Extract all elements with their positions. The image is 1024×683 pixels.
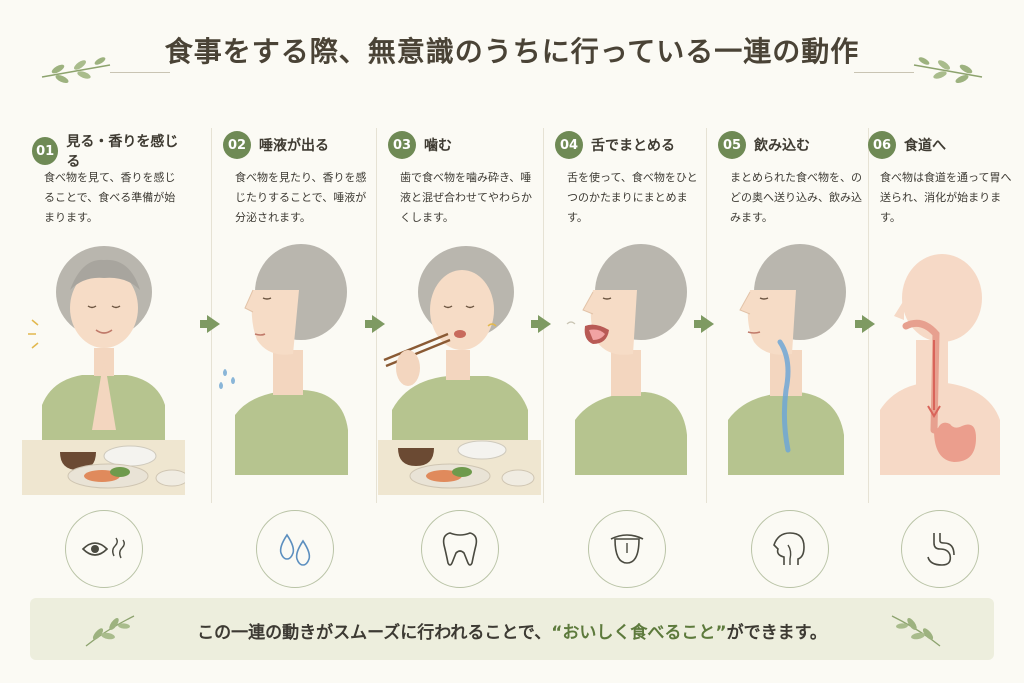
leaf-sprig-left bbox=[85, 615, 135, 647]
water-drops-icon bbox=[256, 510, 334, 588]
summary-highlight: “おいしく食べること” bbox=[551, 623, 727, 643]
tooth-icon bbox=[421, 510, 499, 588]
woman-smelling-meal-illustration bbox=[22, 246, 185, 495]
step-title: 唾液が出る bbox=[259, 138, 329, 154]
summary-banner: この一連の動きがスムーズに行われることで、“おいしく食べること”ができます。 bbox=[30, 598, 994, 660]
step-number: 03 bbox=[388, 131, 416, 159]
flow-arrow-stem bbox=[531, 320, 539, 328]
step-number: 06 bbox=[868, 131, 896, 159]
step-6: 06 食道へ 食べ物は食道を通って胃へ送られ、消化が始まります。 bbox=[858, 125, 1021, 588]
step-description: まとめられた食べ物を、のどの奥へ送り込み、飲み込みます。 bbox=[730, 171, 862, 224]
step-title: 食道へ bbox=[904, 138, 946, 154]
step-description: 食べ物は食道を通って胃へ送られ、消化が始まります。 bbox=[880, 171, 1012, 224]
step-description: 食べ物を見て、香りを感じることで、食べる準備が始まります。 bbox=[44, 171, 176, 224]
step-4: 04 舌でまとめる 舌を使って、食べ物をひとつのかたまりにまとめます。 bbox=[545, 125, 708, 588]
woman-swallowing-illustration bbox=[728, 244, 846, 475]
flow-arrow bbox=[372, 315, 385, 333]
stomach-icon bbox=[901, 510, 979, 588]
eye-and-aroma-icon bbox=[65, 510, 143, 588]
title-divider-left bbox=[110, 72, 170, 73]
leaf-sprig-right bbox=[891, 615, 941, 647]
title-divider-right bbox=[854, 72, 914, 73]
flow-arrow-stem bbox=[200, 320, 208, 328]
step-number: 04 bbox=[555, 131, 583, 159]
step-2: 02 唾液が出る 食べ物を見たり、香りを感じたりすることで、唾液が分泌されます。 bbox=[213, 125, 376, 588]
flow-arrow bbox=[538, 315, 551, 333]
summary-text-after: ができます。 bbox=[726, 623, 827, 643]
flow-arrow-stem bbox=[855, 320, 863, 328]
step-title: 飲み込む bbox=[754, 138, 810, 154]
woman-chewing-illustration bbox=[378, 246, 541, 495]
leaf-sprig-right bbox=[913, 57, 983, 84]
flow-arrow bbox=[207, 315, 220, 333]
step-title: 噛む bbox=[424, 138, 452, 154]
step-number: 02 bbox=[223, 131, 251, 159]
step-1: 01 見る・香りを感じる 食べ物を見て、香りを感じることで、食べる準備が始まりま… bbox=[22, 125, 185, 588]
step-description: 食べ物を見たり、香りを感じたりすることで、唾液が分泌されます。 bbox=[235, 171, 367, 224]
summary-text-before: この一連の動きがスムーズに行われることで、 bbox=[197, 623, 552, 643]
esophagus-stomach-illustration bbox=[880, 254, 1000, 475]
flow-arrow-stem bbox=[694, 320, 702, 328]
page-title: 食事をする際、無意識のうちに行っている一連の動作 bbox=[164, 35, 860, 68]
flow-arrow bbox=[862, 315, 875, 333]
summary-text: この一連の動きがスムーズに行われることで、“おいしく食べること”ができます。 bbox=[30, 618, 994, 643]
tongue-icon bbox=[588, 510, 666, 588]
leaf-sprig-left bbox=[41, 57, 111, 84]
flow-arrow bbox=[701, 315, 714, 333]
step-title: 舌でまとめる bbox=[591, 138, 675, 154]
step-title: 見る・香りを感じる bbox=[66, 134, 179, 170]
throat-profile-icon bbox=[751, 510, 829, 588]
step-number: 05 bbox=[718, 131, 746, 159]
step-3: 03 噛む 歯で食べ物を噛み砕き、唾液と混ぜ合わせてやわらかくします。 bbox=[378, 125, 541, 588]
woman-tongue-illustration bbox=[566, 244, 687, 475]
step-5: 05 飲み込む まとめられた食べ物を、のどの奥へ送り込み、飲み込みます。 bbox=[708, 125, 871, 588]
step-number: 01 bbox=[32, 137, 59, 165]
step-description: 舌を使って、食べ物をひとつのかたまりにまとめます。 bbox=[567, 171, 698, 224]
flow-arrow-stem bbox=[365, 320, 373, 328]
step-description: 歯で食べ物を噛み砕き、唾液と混ぜ合わせてやわらかくします。 bbox=[400, 171, 532, 224]
woman-profile-saliva-illustration bbox=[219, 244, 348, 475]
